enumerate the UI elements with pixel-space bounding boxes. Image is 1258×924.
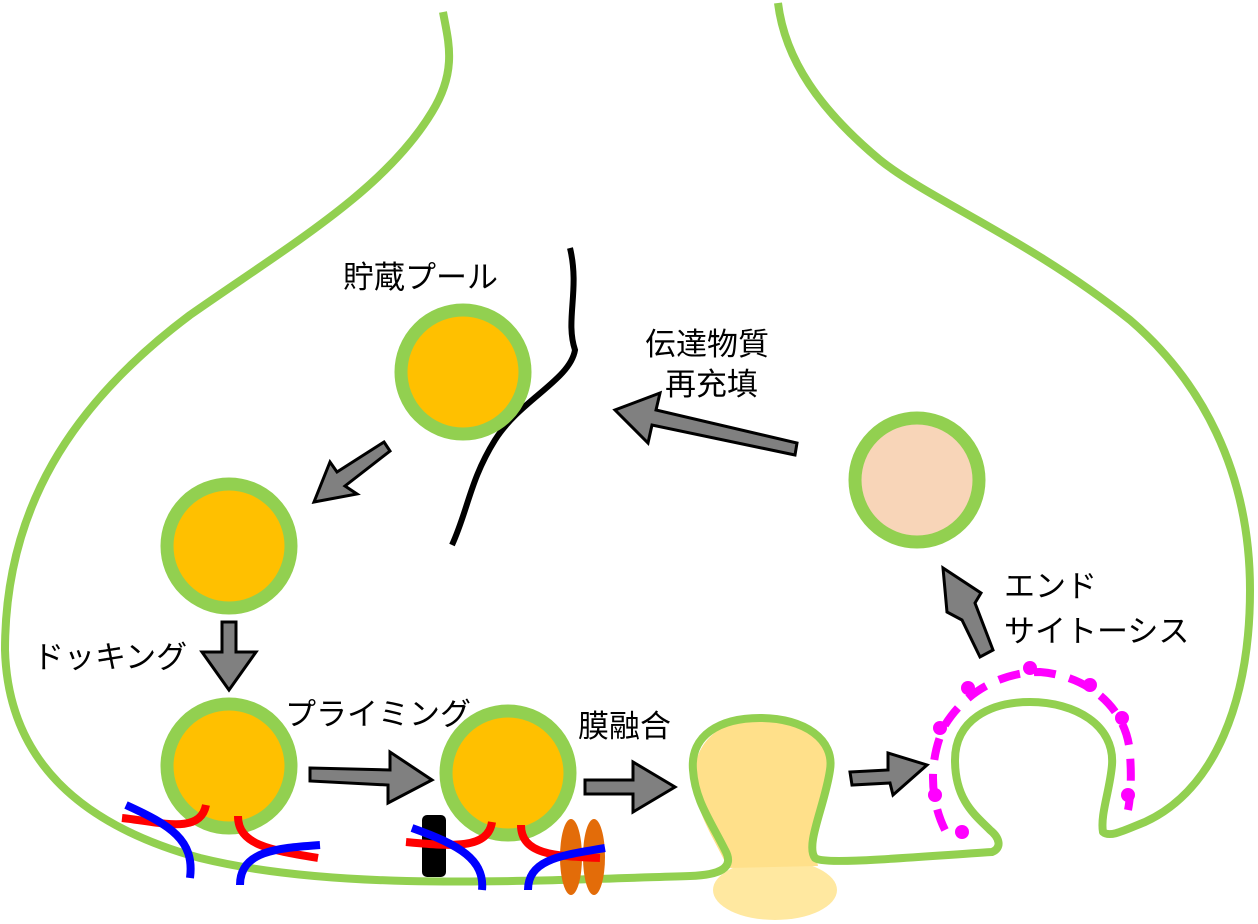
arrow-refill: [612, 390, 799, 457]
label-endocytosis-line2: サイトーシス: [1004, 614, 1189, 650]
fusing-vesicle-content: [694, 718, 830, 868]
label-docking: ドッキング: [33, 640, 187, 676]
presynaptic-membrane: [1, 2, 1254, 886]
cytoskeleton-filament: [449, 247, 579, 547]
arrow-fusion: [583, 759, 678, 815]
snare-complex-docked: [121, 801, 321, 886]
label-priming: プライミング: [285, 697, 471, 733]
snare-complex-primed: [405, 821, 496, 891]
primed-vesicle: [439, 704, 577, 842]
arrow-priming: [308, 749, 435, 806]
label-refill-line1: 伝達物質: [645, 327, 769, 363]
process-arrows: [199, 390, 995, 815]
reserve-pool-vesicle: [394, 303, 532, 441]
arrow-endocytosis: [941, 565, 995, 660]
recycled-vesicle: [848, 411, 986, 549]
arrow-mobilization: [311, 439, 393, 504]
released-transmitter-cloud: [713, 860, 837, 920]
label-endocytosis-line1: エンド: [1004, 569, 1097, 605]
arrow-docking: [199, 620, 259, 693]
mobilized-vesicle: [160, 477, 298, 615]
snare-complex-primed-2: [517, 824, 606, 891]
label-refill-line2: 再充填: [665, 367, 758, 403]
docked-vesicle: [160, 697, 298, 835]
label-fusion: 膜融合: [578, 709, 671, 745]
arrow-exocytosis: [848, 750, 930, 798]
label-reserve-pool: 貯蔵プール: [343, 260, 498, 296]
clathrin-coat: [929, 667, 1135, 832]
clathrin-adaptor-knobs: [928, 661, 1135, 839]
